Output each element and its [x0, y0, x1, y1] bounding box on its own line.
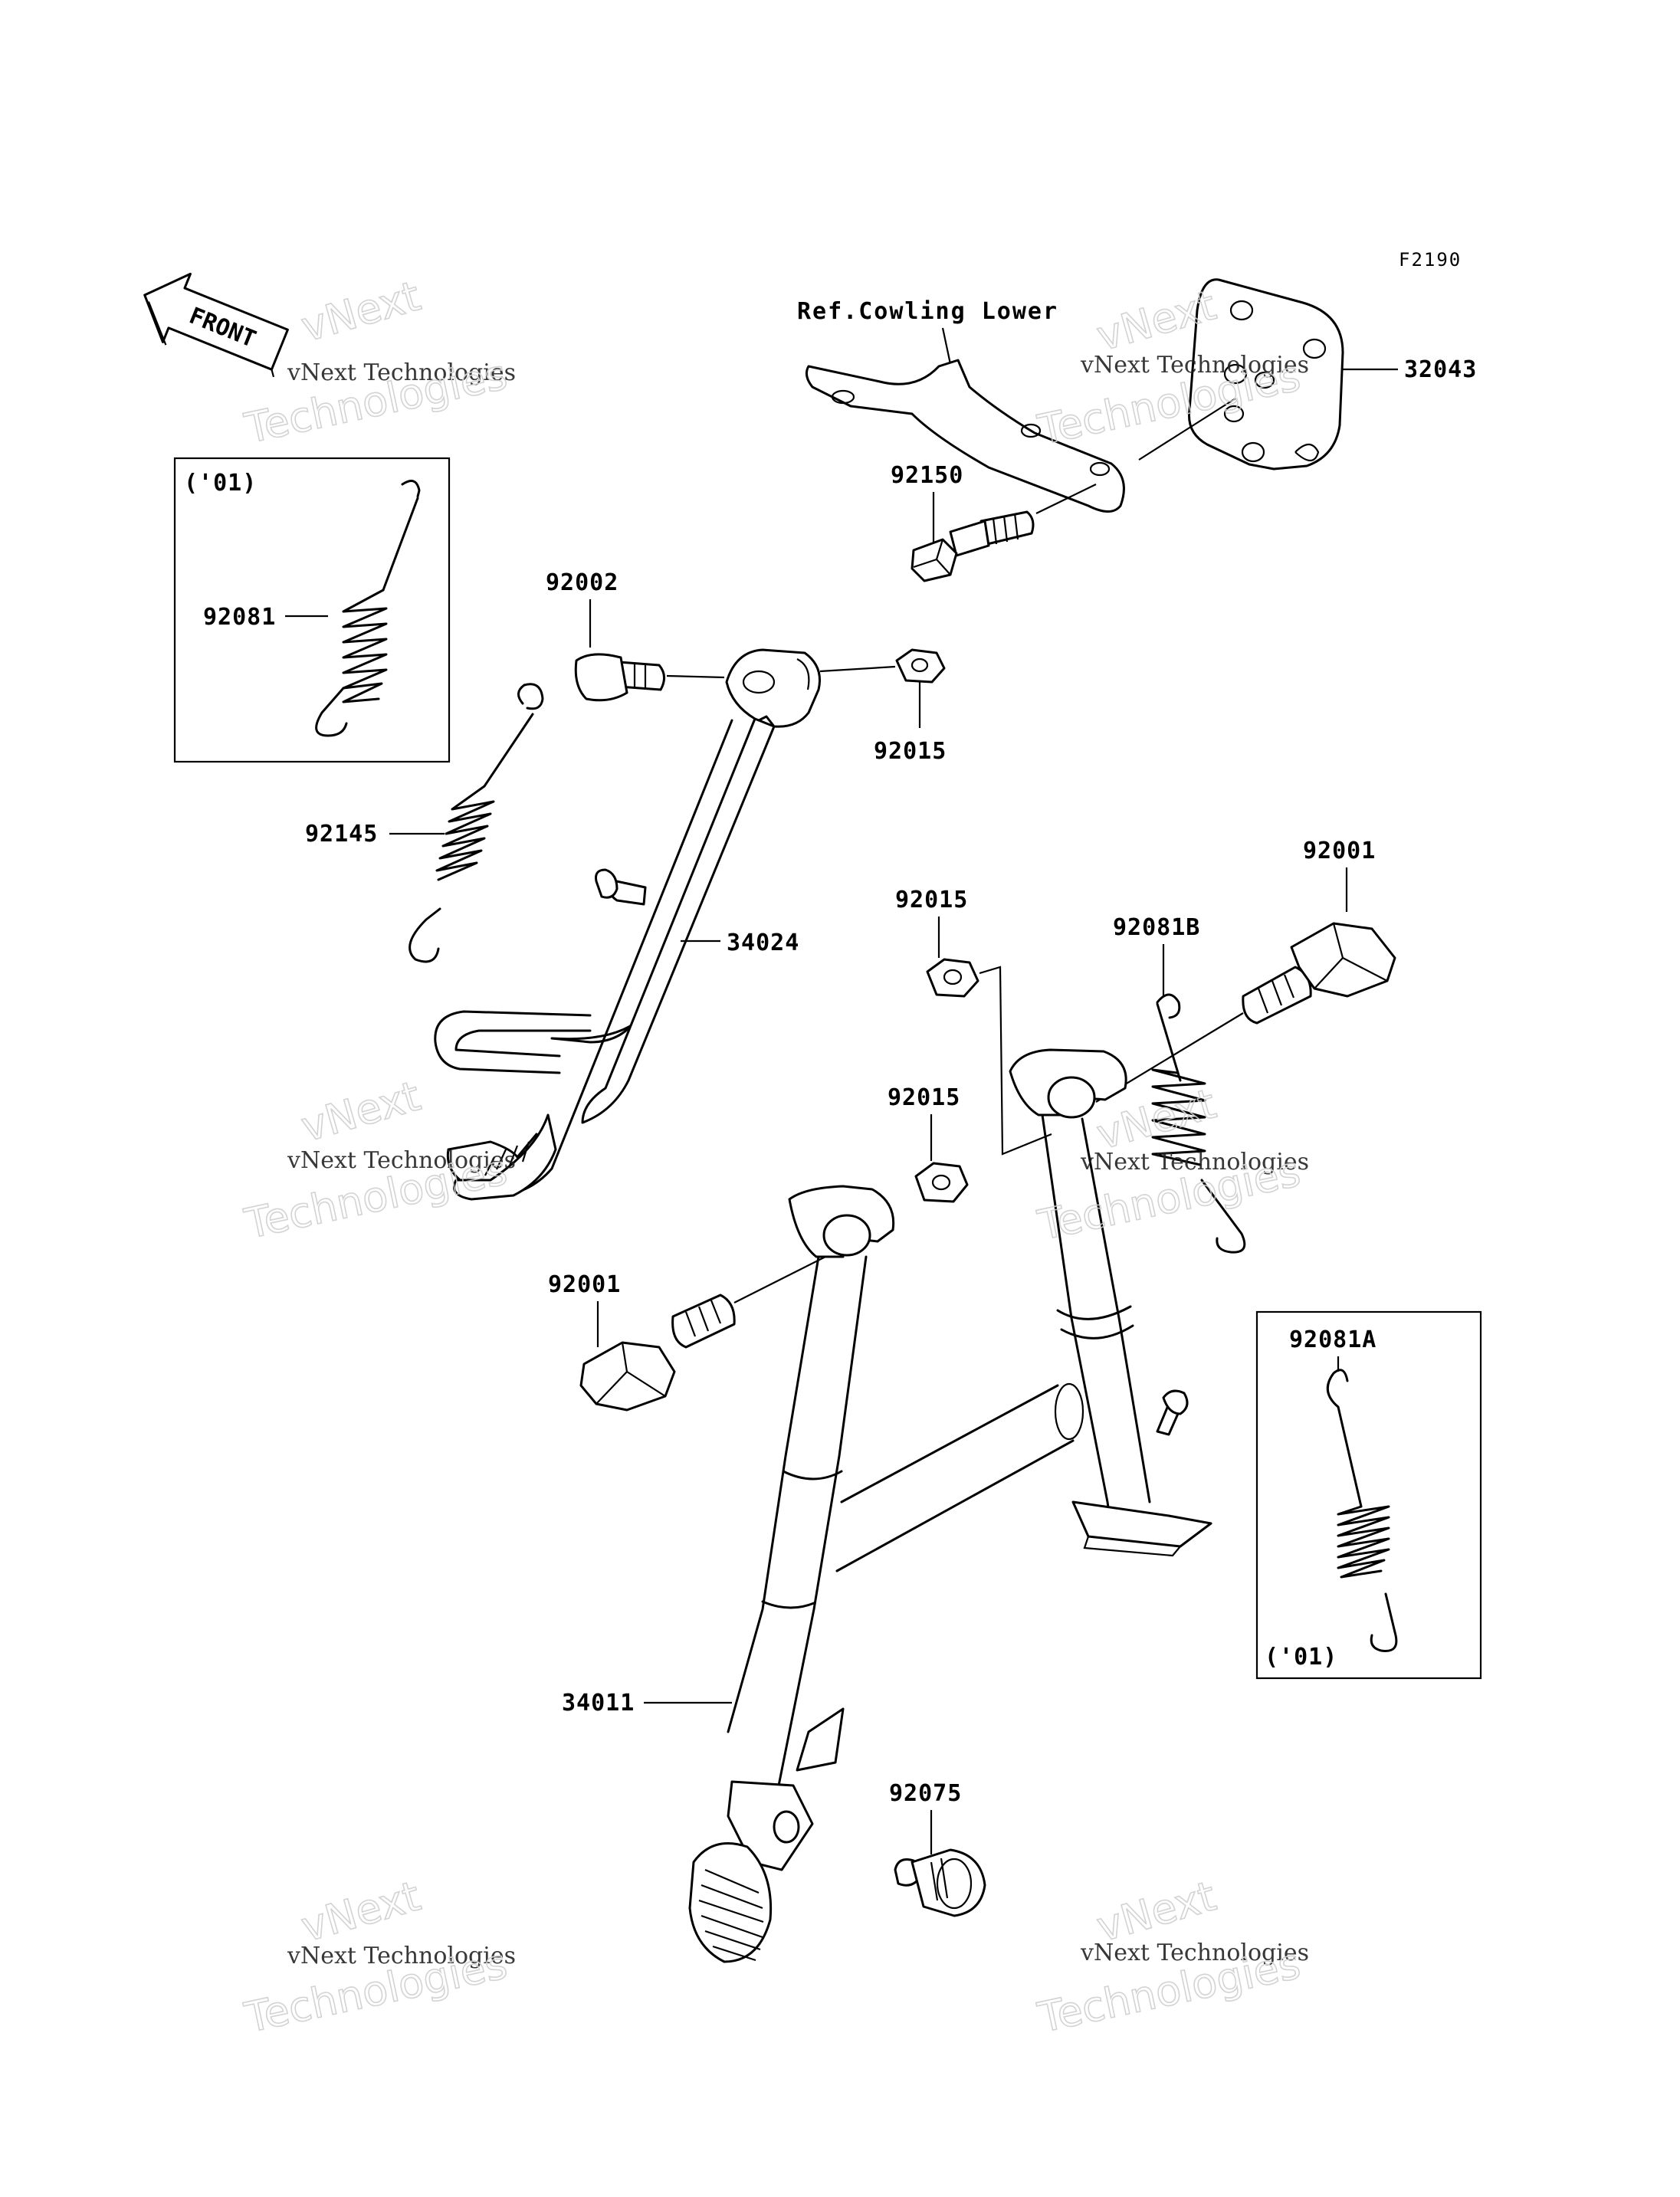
part-label-92001-left: 92001 [548, 1271, 621, 1298]
part-label-92001-right: 92001 [1303, 838, 1376, 864]
bolt-92001-left-icon [579, 1294, 736, 1412]
watermark: vNext vNext Technologies Technologies vN… [240, 271, 1309, 2043]
part-label-92015-top: 92015 [874, 738, 947, 765]
part-label-92075: 92075 [889, 1780, 962, 1807]
part-label-34024: 34024 [727, 930, 799, 956]
part-label-92015-mid: 92015 [895, 887, 968, 913]
spring-92081-icon [315, 480, 421, 737]
part-label-92081: 92081 [203, 604, 276, 631]
bolt-92002-icon [574, 653, 665, 702]
inset-right-note: ('01) [1265, 1644, 1337, 1671]
reference-note: Ref.Cowling Lower [797, 298, 1058, 325]
inset-box-right: 92081A ('01) [1255, 1310, 1482, 1680]
part-label-92081b: 92081B [1113, 914, 1200, 941]
watermark-company: vNext Technologies [287, 1147, 516, 1174]
bolt-92001-right-icon [1242, 922, 1396, 1025]
watermark-company: vNext Technologies [1080, 352, 1309, 379]
spring-92081b-icon [1151, 993, 1246, 1254]
watermark-company: vNext Technologies [287, 359, 516, 386]
bolt-92150-icon [911, 510, 1035, 582]
part-label-92002: 92002 [546, 569, 619, 596]
center-stand-34011 [688, 1048, 1212, 1963]
side-stand-34024 [434, 648, 821, 1201]
watermark-brand: vNext [296, 271, 425, 351]
watermark-brand: vNext [296, 1071, 425, 1151]
part-label-92081a: 92081A [1289, 1326, 1376, 1353]
part-label-34011: 34011 [562, 1690, 635, 1717]
front-arrow-icon: FRONT [143, 272, 289, 378]
part-label-92150: 92150 [891, 462, 963, 489]
part-label-32043: 32043 [1404, 356, 1477, 383]
figure-code: F2190 [1399, 249, 1462, 271]
watermark-company: vNext Technologies [287, 1943, 516, 1969]
nut-92015-low-icon [914, 1162, 969, 1203]
mounting-plate-32043 [1187, 278, 1344, 471]
inset-left-note: ('01) [184, 470, 257, 497]
spring-92081a-icon [1326, 1369, 1398, 1652]
nut-92015-top-icon [895, 648, 946, 684]
part-label-92015-low: 92015 [888, 1084, 960, 1111]
rubber-92075-icon [894, 1848, 986, 1917]
watermark-company: vNext Technologies [1080, 1149, 1309, 1176]
nut-92015-mid-icon [926, 958, 979, 998]
part-label-92145: 92145 [305, 821, 378, 848]
watermark-brand: vNext [296, 1871, 425, 1951]
watermark-company: vNext Technologies [1080, 1940, 1309, 1966]
cowling-bracket [805, 359, 1125, 513]
inset-box-left: ('01) 92081 [173, 457, 451, 763]
spring-92145-icon [409, 683, 544, 963]
